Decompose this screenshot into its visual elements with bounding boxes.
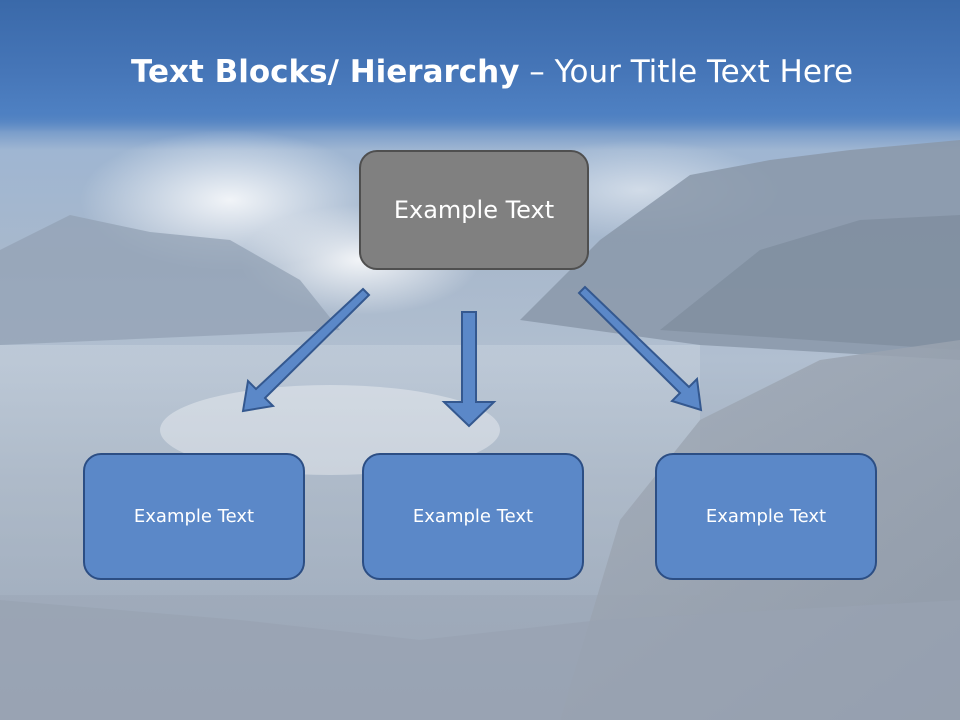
slide-title-bold: Text Blocks/ Hierarchy <box>130 54 520 90</box>
child-text-block-left-label: Example Text <box>133 506 255 527</box>
arrow-to-right-box <box>577 285 703 412</box>
arrow-to-center-box <box>441 311 497 428</box>
child-text-block-center[interactable]: Example Text <box>362 453 584 580</box>
child-text-block-center-label: Example Text <box>412 506 534 527</box>
slide-title-rest: Your Title Text Here <box>554 54 854 90</box>
child-text-block-right[interactable]: Example Text <box>655 453 877 580</box>
top-text-block-label: Example Text <box>393 196 555 224</box>
slide-title: Text Blocks/ Hierarchy – Your Title Text… <box>0 54 960 90</box>
top-text-block[interactable]: Example Text <box>359 150 589 270</box>
slide-title-dash: – <box>519 54 555 90</box>
arrow-to-left-box <box>241 287 371 413</box>
title-bar <box>0 0 960 132</box>
child-text-block-left[interactable]: Example Text <box>83 453 305 580</box>
child-text-block-right-label: Example Text <box>705 506 827 527</box>
